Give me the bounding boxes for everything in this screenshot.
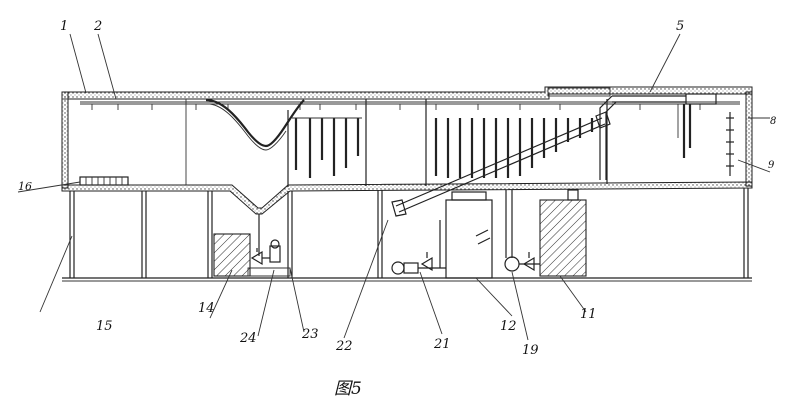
left-wall (61, 91, 69, 189)
right-wall (745, 91, 753, 187)
leader-lines (17, 33, 771, 341)
label-12: 12 (500, 319, 517, 334)
spray-nozzles (91, 104, 701, 110)
label-14: 14 (198, 301, 215, 316)
label-19: 19 (522, 343, 539, 358)
upper-duct (547, 87, 717, 180)
pump-left (247, 239, 291, 277)
label-21: 21 (433, 337, 451, 352)
building-shell (61, 86, 753, 282)
label-5: 5 (676, 19, 684, 34)
figure-caption: 图5 (334, 379, 362, 399)
circulation-tank (445, 199, 493, 279)
floor-slab (61, 181, 753, 215)
label-22: 22 (335, 339, 353, 354)
water-tank-left (213, 233, 251, 277)
ceiling-spray-pipe (80, 101, 740, 110)
hopper-curve (205, 98, 305, 148)
support-columns (69, 188, 749, 278)
label-11: 11 (580, 307, 597, 322)
label-9: 9 (768, 160, 775, 171)
water-tank-right (539, 199, 587, 277)
label-16: 16 (18, 180, 32, 193)
inclined-conveyor (391, 111, 611, 217)
label-24: 24 (239, 331, 257, 346)
label-1: 1 (60, 19, 68, 34)
drying-rods-left (292, 117, 362, 178)
label-23: 23 (301, 327, 319, 342)
callout-labels: 1 2 5 8 9 16 15 14 24 23 22 21 12 19 11 (18, 19, 776, 358)
roof-slab (61, 86, 753, 100)
label-15: 15 (96, 319, 113, 334)
label-8: 8 (770, 116, 776, 127)
tank-stirrer (475, 229, 491, 245)
pump-right (504, 190, 540, 272)
drying-rods-right (434, 118, 594, 178)
label-2: 2 (93, 19, 102, 34)
wall-heaters (726, 112, 734, 176)
pump-middle (391, 220, 446, 275)
